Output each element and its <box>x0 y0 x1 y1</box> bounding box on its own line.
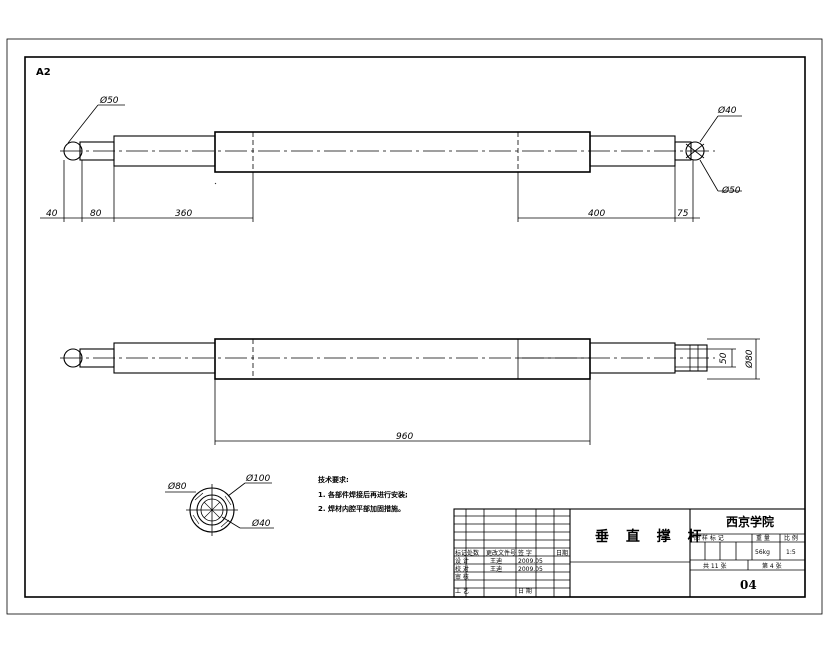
mark <box>214 182 217 185</box>
design-date: 2009.05 <box>518 558 543 565</box>
title-block-border <box>453 508 806 598</box>
hatch-line <box>192 514 200 525</box>
outer-border <box>6 38 823 615</box>
inner-frame <box>24 56 806 598</box>
hatch-line <box>220 519 230 528</box>
design-name: 王迪 <box>490 557 502 565</box>
outer-sleeve <box>214 338 591 380</box>
dim-d40-right: Ø40 <box>717 105 737 116</box>
dim-80: 80 <box>90 209 102 219</box>
leader-line <box>221 516 241 529</box>
cross-section: Ø80 Ø100 Ø40 <box>165 473 274 536</box>
hatch-line <box>224 495 232 506</box>
sheet-number: 第 4 张 <box>762 562 782 570</box>
review-label: 审 核 <box>455 573 469 581</box>
dim-d50-right: Ø50 <box>721 185 741 196</box>
hatch-line <box>203 501 221 519</box>
rev-doc-label: 更改文件号 <box>486 549 516 557</box>
dim-d50-top: Ø50 <box>99 95 119 106</box>
leader-line <box>699 115 719 143</box>
title-block: 标记 处数 更改文件号 签 字 日期 设 计 王迪 2009.05 校 对 王迪… <box>453 508 806 598</box>
dim-400: 400 <box>588 209 605 219</box>
weight-value: 56kg <box>755 549 770 556</box>
dim-75: 75 <box>677 209 689 219</box>
top-view: Ø50 Ø40 Ø50 40 80 360 400 75 <box>40 95 742 222</box>
leader-line <box>67 104 99 144</box>
part-name: 垂 直 撑 杆 <box>595 528 708 545</box>
check-label: 校 对 <box>455 565 469 573</box>
dim-d80: Ø80 <box>744 349 755 369</box>
stage-label: 图 样 标 记 <box>694 534 724 542</box>
check-date: 2009.05 <box>518 566 543 573</box>
sec-dim-d80: Ø80 <box>167 481 187 492</box>
notes-title: 技术要求: <box>318 475 349 484</box>
sheet-size-label: A2 <box>36 67 51 78</box>
date-label: 日 期 <box>518 587 532 595</box>
weight-label: 重 量 <box>756 534 770 542</box>
scale-label: 比 例 <box>784 534 798 542</box>
leader-line <box>699 159 719 192</box>
section-view: 50 Ø80 960 <box>60 338 760 445</box>
dim-50: 50 <box>719 352 729 364</box>
sec-dim-d100: Ø100 <box>245 473 271 484</box>
rev-date-label: 日期 <box>556 549 568 557</box>
outer-sleeve <box>214 131 591 173</box>
notes-line-2: 2. 焊材内腔平部加固措施。 <box>318 504 405 513</box>
sec-dim-d40: Ø40 <box>251 518 271 529</box>
dim-40: 40 <box>46 209 58 219</box>
sheets-total: 共 11 张 <box>703 562 726 570</box>
scale-value: 1:5 <box>786 549 796 556</box>
drawing-number: 04 <box>740 578 757 592</box>
hatch-line <box>194 492 204 501</box>
dim-960: 960 <box>396 432 413 442</box>
check-name: 王迪 <box>490 565 502 573</box>
process-label: 工 艺 <box>455 587 469 595</box>
school-name: 西京学院 <box>726 514 774 529</box>
rev-sign-label: 签 字 <box>518 549 532 557</box>
notes-line-1: 1. 各部件焊接后再进行安装; <box>318 490 408 499</box>
design-label: 设 计 <box>455 557 469 565</box>
rev-count-label: 处数 <box>467 549 479 557</box>
rev-mark-label: 标记 <box>455 549 467 557</box>
leader-line <box>227 482 246 497</box>
dim-360: 360 <box>175 209 192 219</box>
